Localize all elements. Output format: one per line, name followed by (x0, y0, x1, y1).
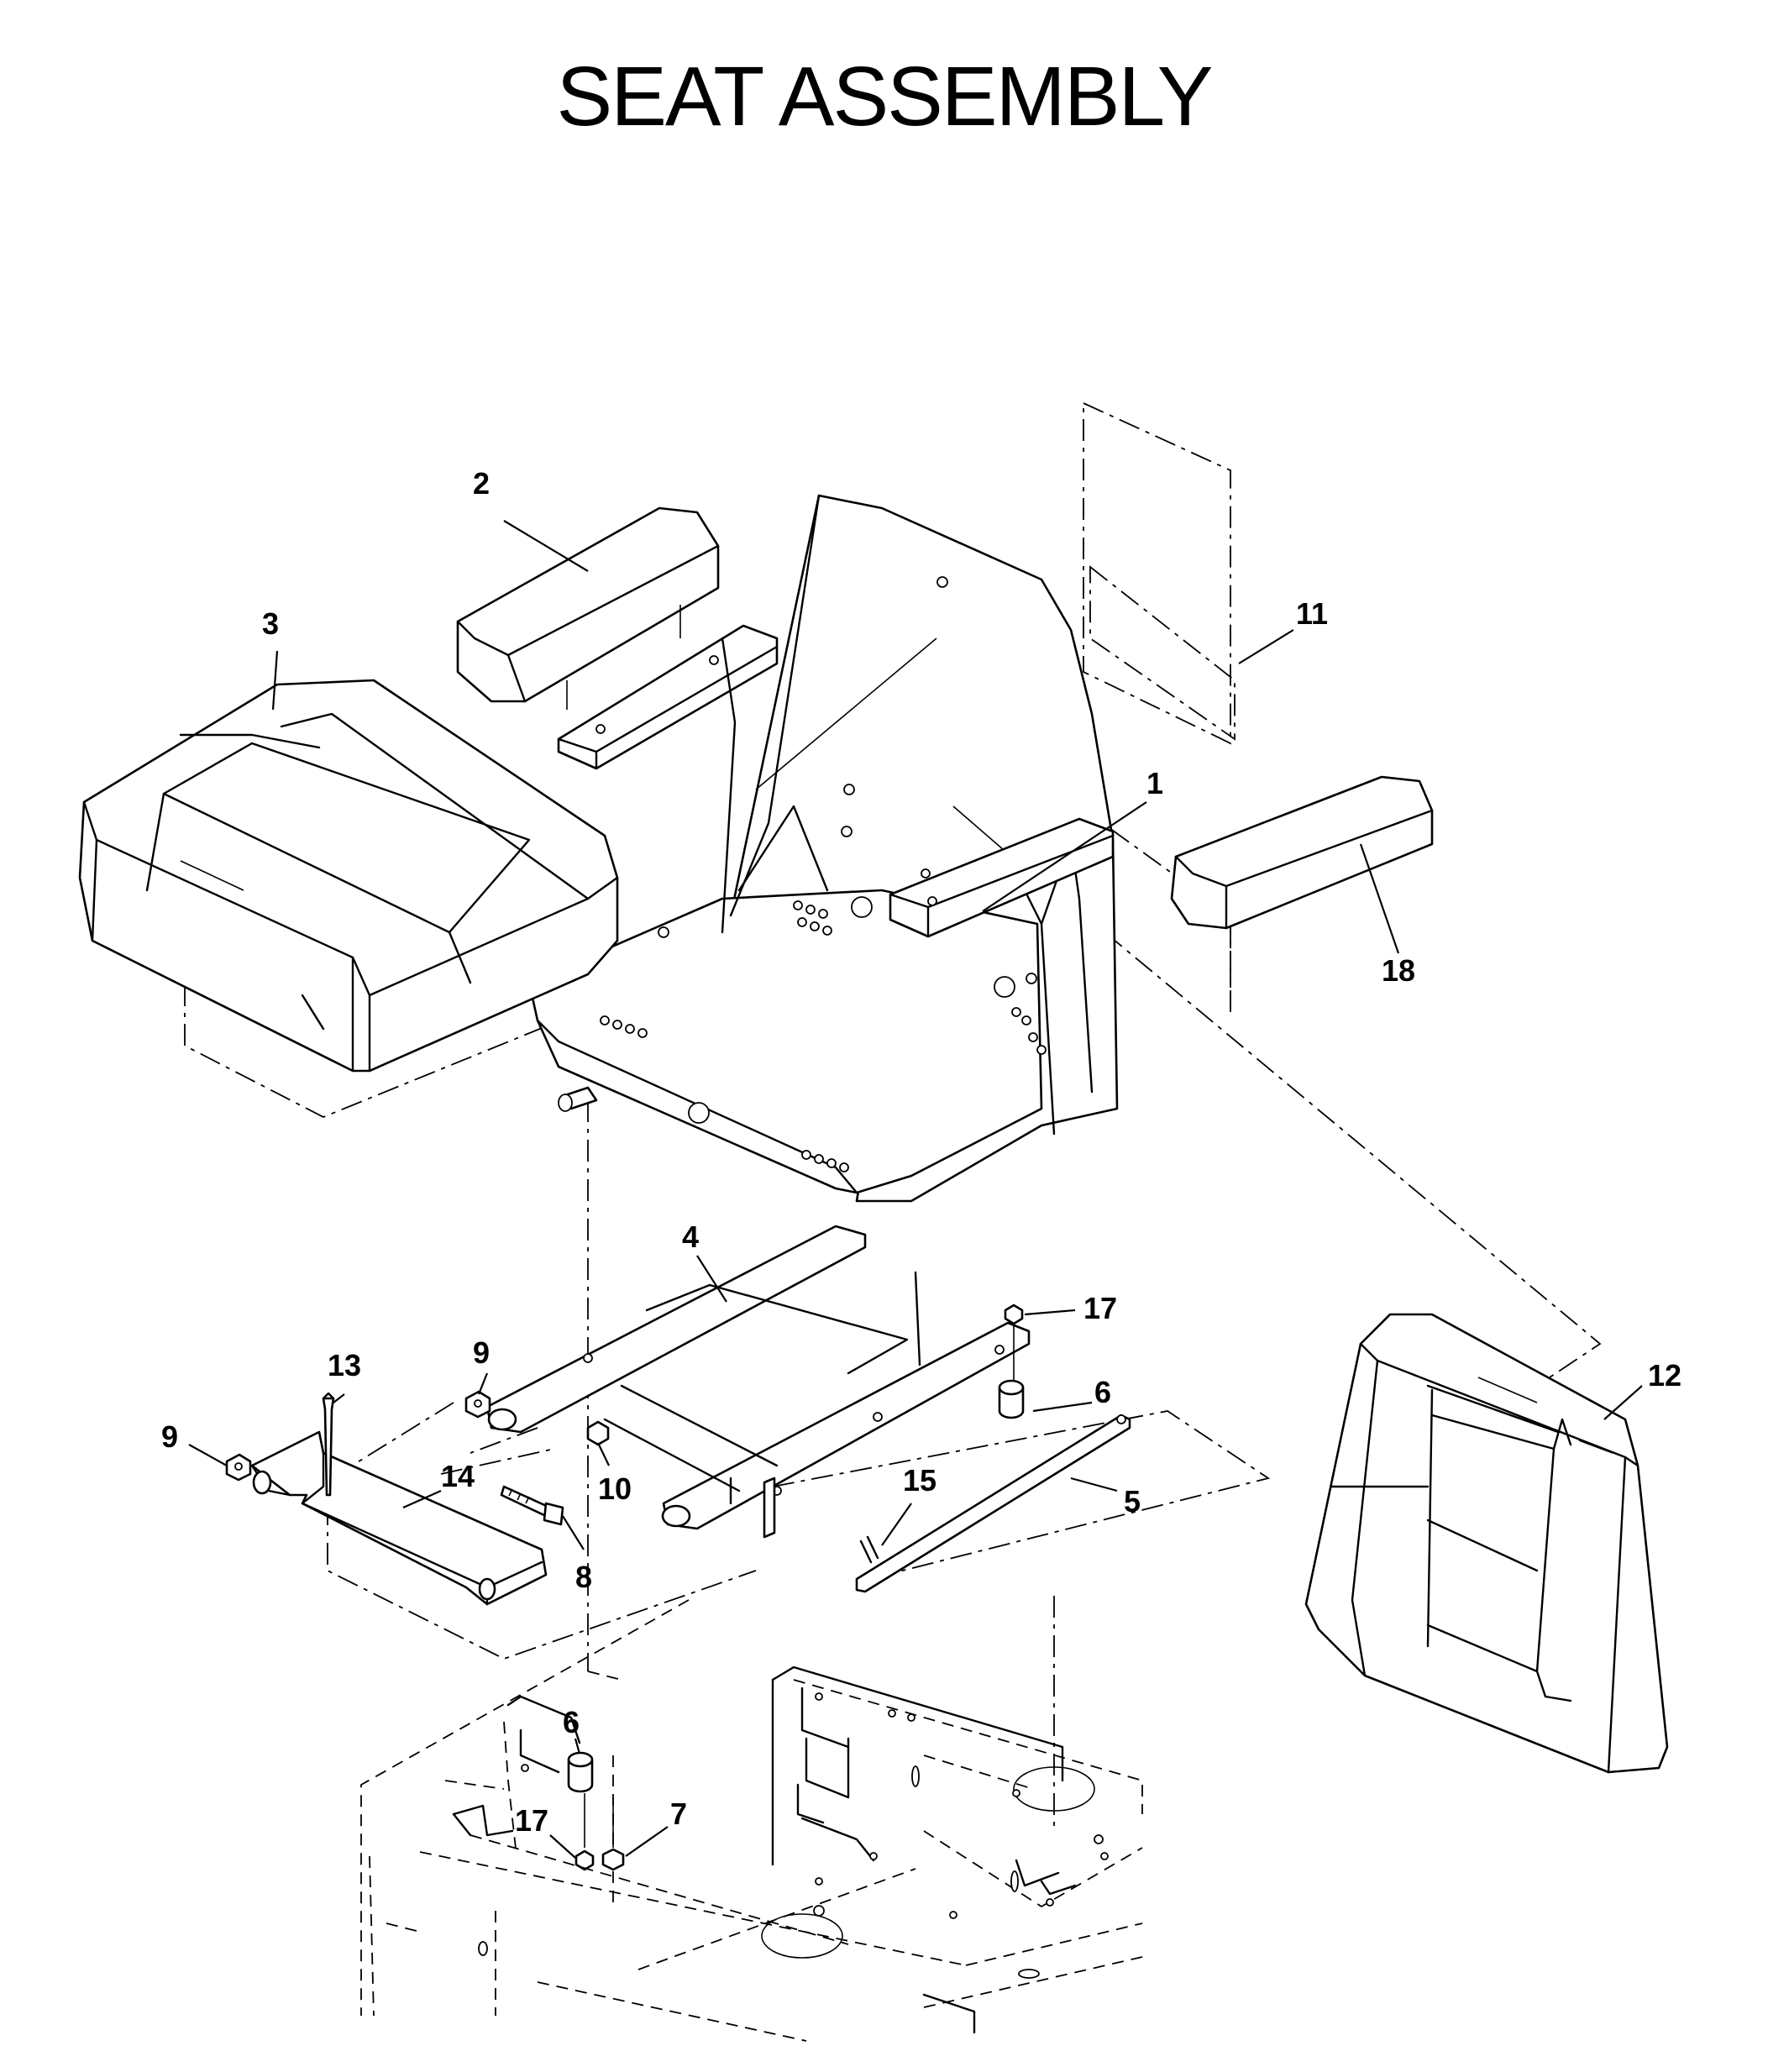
armrest-bracket-right (889, 817, 1115, 938)
nut-17-lower (574, 1849, 595, 1871)
nut-17-upper (1004, 1304, 1024, 1382)
callout-5: 5 (1124, 1484, 1141, 1519)
callout-14: 14 (441, 1459, 475, 1493)
callout-8: 8 (575, 1560, 592, 1594)
callout-18: 18 (1382, 953, 1415, 988)
callout-2: 2 (473, 466, 490, 501)
callout-9-right: 9 (473, 1335, 490, 1370)
callout-6-upper: 6 (1094, 1375, 1111, 1409)
nut-9-left (225, 1453, 252, 1482)
callout-17-upper: 17 (1083, 1291, 1117, 1325)
nut-10 (586, 1420, 610, 1446)
seat-frame-holes (600, 900, 1047, 1172)
callout-1: 1 (1146, 766, 1163, 800)
callout-11: 11 (1296, 596, 1328, 631)
seat-cushion (78, 679, 619, 1073)
leader-lines (188, 520, 1643, 1859)
callout-4: 4 (682, 1220, 699, 1254)
callout-10: 10 (598, 1471, 632, 1506)
tractor-frame (360, 1599, 1143, 2042)
callout-9-left: 9 (161, 1419, 178, 1454)
callout-6-lower: 6 (563, 1705, 580, 1739)
armrest-pad-left (456, 506, 720, 710)
bolt-13 (322, 1392, 335, 1497)
callout-13: 13 (328, 1348, 361, 1382)
seat-bracket (250, 1430, 548, 1606)
support-rod (855, 1414, 1131, 1593)
callouts: 1 2 3 4 5 6 6 7 8 9 9 10 11 12 13 14 15 … (161, 466, 1681, 1838)
rubber-bumper-lower (567, 1751, 594, 1793)
decal-plate (1089, 565, 1236, 741)
rubber-bumper-upper (998, 1379, 1025, 1419)
armrest-pad-right (1170, 775, 1434, 930)
callout-15: 15 (903, 1463, 936, 1498)
back-cushion (1304, 1313, 1669, 1774)
bolt-7 (601, 1797, 625, 1871)
page-title: SEAT ASSEMBLY (556, 50, 1214, 144)
armrest-bracket-left (557, 624, 779, 934)
callout-12: 12 (1648, 1358, 1681, 1393)
callout-7: 7 (670, 1797, 687, 1831)
seat-slide-rails (485, 1225, 1031, 1539)
nut-9-right (464, 1390, 491, 1419)
bolt-8 (500, 1485, 564, 1526)
hairpin-clip (859, 1535, 879, 1564)
callout-17-lower: 17 (515, 1803, 548, 1838)
callout-3: 3 (262, 606, 279, 641)
seat-frame (527, 494, 1119, 1203)
